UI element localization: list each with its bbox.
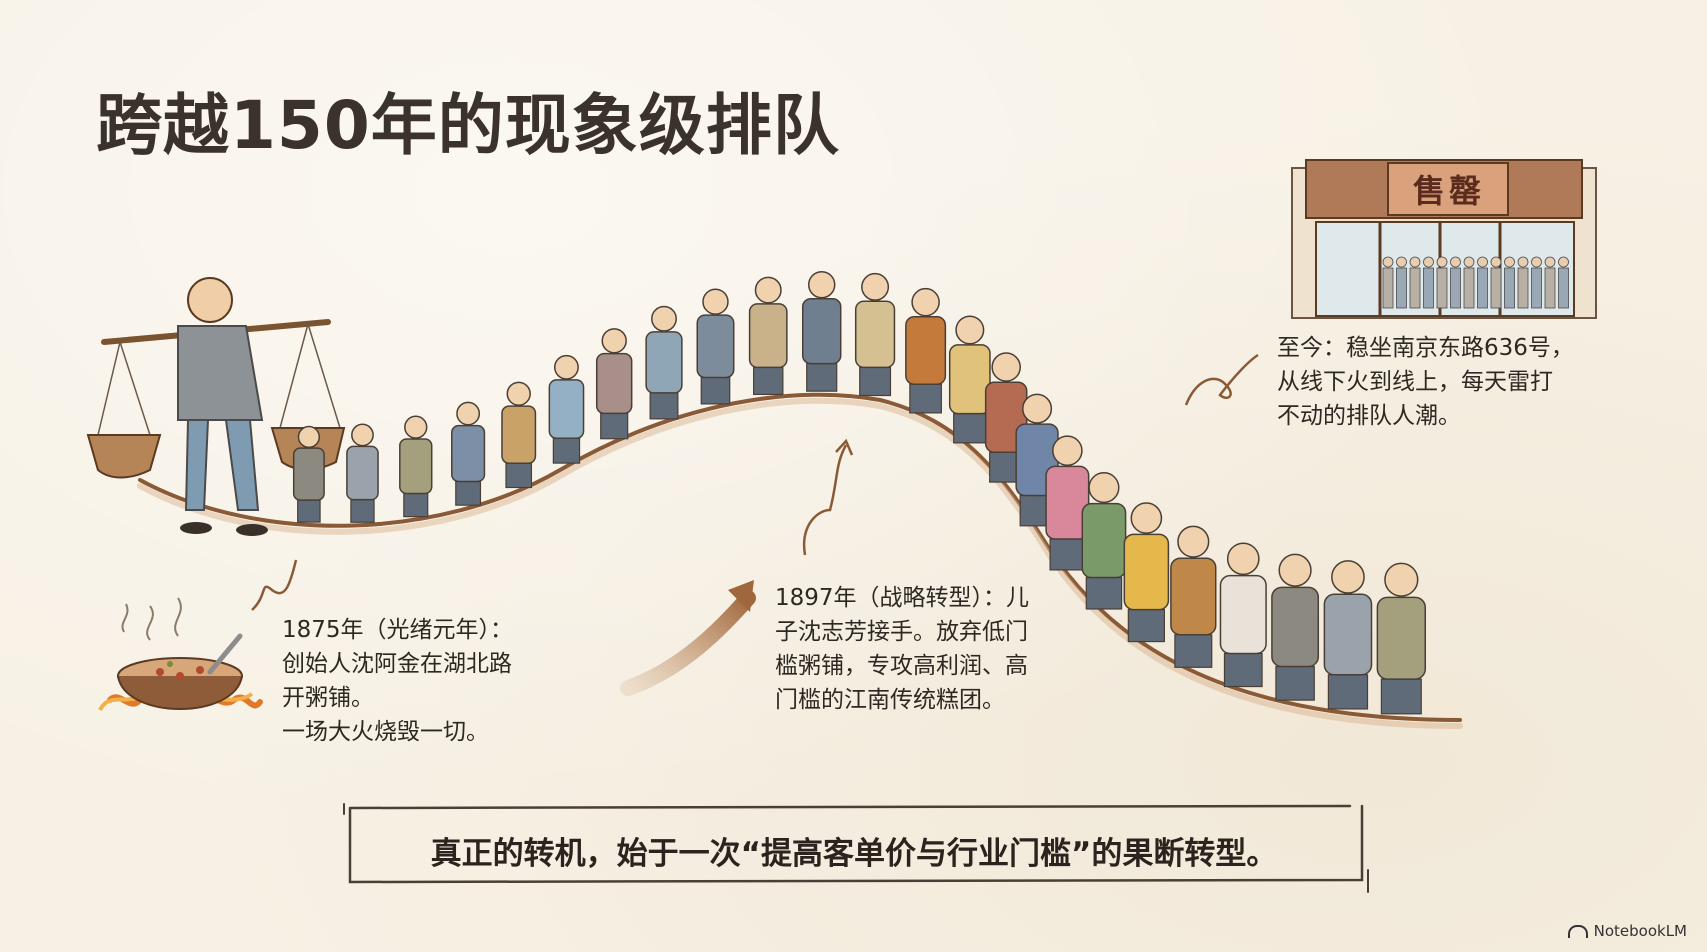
porter-figure [86,277,346,536]
caption-1875: 1875年（光绪元年）： 创始人沈阿金在湖北路 开粥铺。 一场大火烧毁一切。 [282,613,582,749]
queue-person [346,423,379,523]
storefront-person [1544,256,1556,309]
storefront-person [1558,256,1569,309]
storefront-illustration [1291,159,1597,319]
storefront-person [1531,256,1542,309]
queue-person [1170,525,1217,668]
squiggle-right-icon [1184,353,1259,406]
banner-text: 真正的转机，始于一次“提高客单价与行业门槛”的果断转型。 [430,836,1278,872]
queue-person [1219,542,1267,688]
queue-person [451,401,486,506]
brand-watermark: NotebookLM [1567,922,1687,940]
queue-person [748,276,788,396]
storefront-queue [1382,256,1569,309]
storefront-person [1436,256,1448,309]
banner-frame [343,803,1369,893]
caption-1875-line: 创始人沈阿金在湖北路 [282,651,512,677]
queue-path [138,392,1462,722]
brand-label: NotebookLM [1593,922,1687,940]
queue-people-group [292,270,1427,715]
queue-person [399,415,433,518]
storefront-person [1382,256,1394,309]
storefront-person [1409,256,1421,309]
caption-1875-line: 1875年（光绪元年）： [282,617,514,643]
queue-person [645,305,683,420]
queue-person [854,272,896,397]
storefront-person [1517,256,1529,309]
queue-person [548,354,585,464]
squiggle-left-icon [251,559,298,611]
storefront-person [1423,256,1434,309]
queue-person [595,328,633,440]
caption-1875-line: 开粥铺。 [282,685,374,711]
porridge-bowl-icon [98,597,263,712]
caption-1897: 1897年（战略转型）：儿 子沈志芳接手。放弃低门 槛粥铺，专攻高利润、高 门槛… [775,581,1085,717]
storefront-person [1463,256,1475,309]
queue-person [1123,502,1170,643]
queue-person [905,287,947,414]
notebooklm-logo-icon [1567,924,1588,938]
storefront-person [1490,256,1502,309]
queue-person [1081,472,1127,610]
storefront-person [1396,256,1407,309]
caption-1897-line: 门槛的江南传统糕团。 [775,687,1005,713]
storefront-person [1504,256,1515,309]
caption-1897-line: 槛粥铺，专攻高利润、高 [775,653,1028,679]
squiggle-arrow-icon [802,444,848,556]
store-sign: 售罄 [1412,172,1485,210]
caption-1897-line: 子沈志芳接手。放弃低门 [775,619,1028,645]
caption-present-line: 至今：稳坐南京东路636号， [1277,335,1574,361]
caption-present-line: 从线下火到线上，每天雷打 [1277,369,1553,395]
queue-person [1323,560,1373,710]
caption-present: 至今：稳坐南京东路636号， 从线下火到线上，每天雷打 不动的排队人潮。 [1277,331,1607,433]
queue-person [948,315,991,444]
storefront-person [1477,256,1488,309]
growth-arrow-icon [620,580,756,696]
key-message-banner: 真正的转机，始于一次“提高客单价与行业门槛”的果断转型。 [344,806,1364,896]
queue-person [696,288,735,405]
queue-person [1376,562,1427,715]
queue-person [801,270,842,392]
queue-person [1271,553,1320,701]
queue-person [292,425,325,523]
slide-title: 跨越150年的现象级排队 [96,87,840,164]
caption-1875-line: 一场大火烧毁一切。 [282,719,489,745]
caption-present-line: 不动的排队人潮。 [1277,403,1461,429]
queue-person [501,381,537,489]
storefront-person [1450,256,1461,309]
caption-1897-line: 1897年（战略转型）：儿 [775,585,1030,611]
